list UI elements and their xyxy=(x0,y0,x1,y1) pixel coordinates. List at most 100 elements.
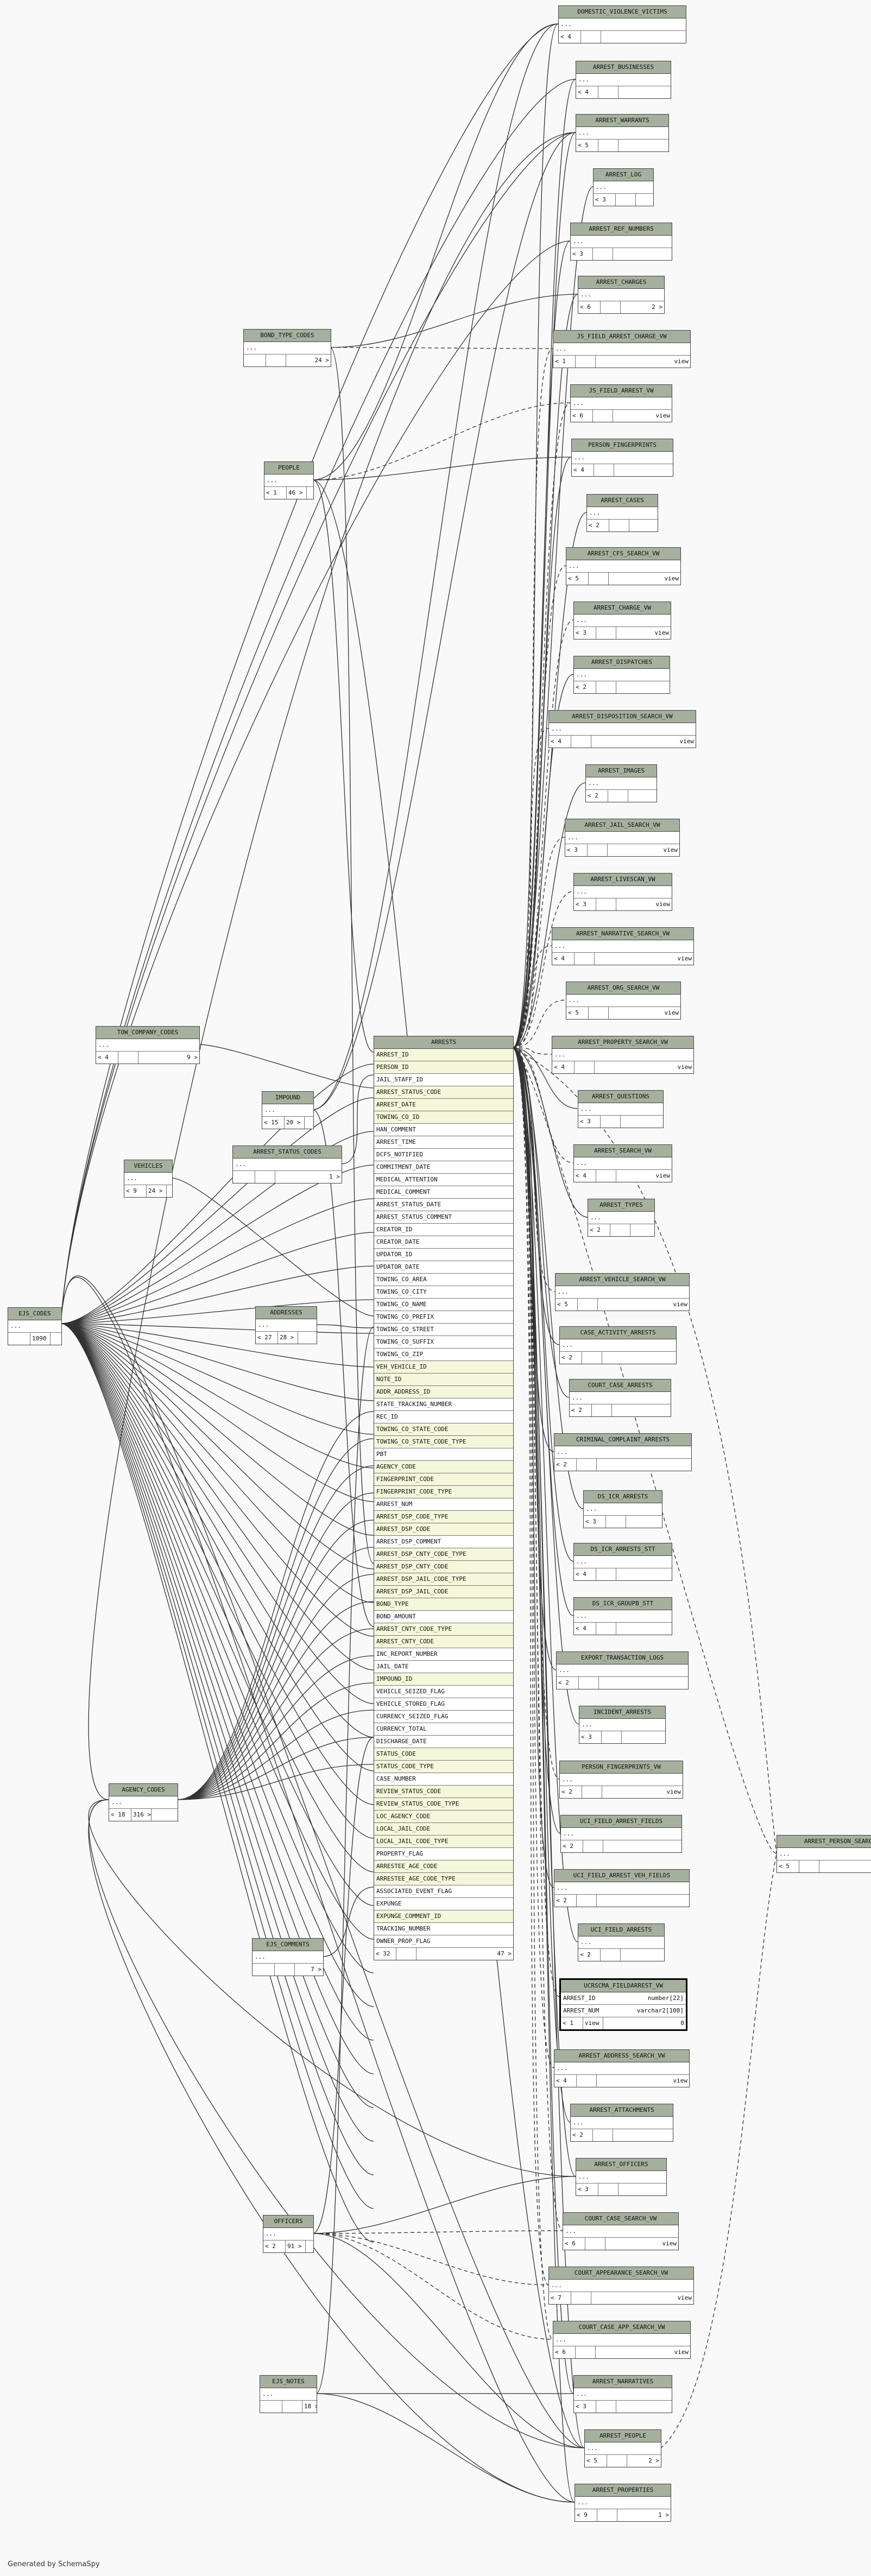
footer-cell: view xyxy=(674,2349,689,2356)
table-incident-arrests[interactable]: INCIDENT_ARRESTS...< 3 xyxy=(579,1706,666,1744)
relationship-edge xyxy=(512,1047,578,1109)
table-row: ... xyxy=(574,615,671,627)
table-court-case-arrests[interactable]: COURT_CASE_ARRESTS...< 2 xyxy=(569,1379,671,1417)
table-person-fingerprints[interactable]: PERSON_FINGERPRINTS...< 4 xyxy=(571,439,673,477)
table-ucr-field-arrests[interactable]: UCI_FIELD_ARRESTS...< 2 xyxy=(578,1923,665,1961)
table-arrest-narratives[interactable]: ARREST_NARRATIVES...< 3 xyxy=(573,2375,672,2413)
table-ucr-field-arrest-veh-fields[interactable]: UCI_FIELD_ARREST_VEH_FIELDS...< 2 xyxy=(554,1869,690,1907)
table-arrest-officers[interactable]: ARREST_OFFICERS...< 3 xyxy=(576,2158,667,2196)
table-ucr-field-arrest-fields[interactable]: UCI_FIELD_ARREST_FIELDS...< 2 xyxy=(560,1815,682,1853)
column-row: TOWING_CO_STATE_CODE_TYPE xyxy=(374,1436,513,1448)
table-arrest-dispatches[interactable]: ARREST_DISPATCHES...< 2 xyxy=(573,656,670,694)
table-arrest-ref-numbers[interactable]: ARREST_REF_NUMBERS...< 3 xyxy=(570,223,672,261)
table-row: ... xyxy=(554,1882,689,1895)
column-row: NOTE_ID xyxy=(374,1374,513,1386)
table-ejs-codes[interactable]: EJS_CODES...1090 > xyxy=(8,1307,62,1345)
footer-cell xyxy=(275,1964,295,1976)
table-arrest-types[interactable]: ARREST_TYPES...< 2 xyxy=(588,1199,655,1237)
column-row: HAN_COMMENT xyxy=(374,1124,513,1136)
relationship-edge xyxy=(312,2176,576,2234)
footer-cell xyxy=(244,355,266,366)
table-export-transaction-logs[interactable]: EXPORT_TRANSACTION_LOGS...< 2 xyxy=(556,1651,689,1689)
footer-cell xyxy=(593,410,613,422)
table-footer: < 3 xyxy=(594,194,653,206)
footer-cell: < 2 xyxy=(578,1949,601,1961)
table-row: ... xyxy=(584,1503,662,1516)
footer-cell: view xyxy=(662,2240,677,2247)
relationship-edge xyxy=(512,891,574,1048)
table-title: ARREST_LOG xyxy=(594,169,653,181)
table-arrest-businesses[interactable]: ARREST_BUSINESSES...< 4 xyxy=(576,61,671,99)
table-arrest-warrants[interactable]: ARREST_WARRANTS...< 5 xyxy=(576,114,669,152)
table-criminal-complaint-arrests[interactable]: CRIMINAL_COMPLAINT_ARRESTS...< 2 xyxy=(554,1433,692,1471)
table-ds-icr-arrests[interactable]: DS_ICR_ARRESTS...< 3 xyxy=(583,1490,662,1528)
table-arrest-images[interactable]: ARREST_IMAGES...< 2 xyxy=(585,764,657,802)
footer-cell: view xyxy=(655,1172,671,1179)
column-row: TOWING_CO_ZIP xyxy=(374,1349,513,1361)
table-row: ... xyxy=(553,343,690,356)
table-arrest-log[interactable]: ARREST_LOG...< 3 xyxy=(593,168,654,206)
table-ejs-comments[interactable]: EJS_COMMENTS...7 > xyxy=(252,1938,324,1976)
table-arrest-cases[interactable]: ARREST_CASES...< 2 xyxy=(586,494,658,532)
table-case-activity-arrests[interactable]: CASE_ACTIVITY_ARRESTS...< 2 xyxy=(559,1326,677,1364)
footer-cell xyxy=(581,31,601,43)
table-ejs-notes[interactable]: EJS_NOTES...18 > xyxy=(260,2375,317,2413)
table-title: JS_FIELD_ARREST_CHARGE_VW xyxy=(553,331,690,343)
table-title: ARREST_PEOPLE xyxy=(585,2430,661,2442)
footer-cell xyxy=(597,1459,691,1471)
footer-cell xyxy=(618,86,671,98)
column-row: ARREST_ID xyxy=(374,1049,513,1061)
table-title: DS_ICR_GROUPB_STT xyxy=(574,1598,672,1610)
relationship-edge xyxy=(512,1047,777,1854)
table-domestic-violence-victims[interactable]: DOMESTIC_VIOLENCE_VICTIMS...< 4 xyxy=(558,5,686,43)
table-bond-type-codes[interactable]: BOND_TYPE_CODES...24 > xyxy=(243,329,331,367)
relationship-edge xyxy=(512,1047,552,1055)
column-row: TRACKING_NUMBER xyxy=(374,1923,513,1935)
table-arrest-attachments[interactable]: ARREST_ATTACHMENTS...< 2 xyxy=(570,2104,673,2142)
column-row: CREATOR_ID xyxy=(374,1224,513,1236)
footer-cell xyxy=(626,1516,662,1528)
relationship-edge xyxy=(60,1323,374,2074)
table-arrest-questions[interactable]: ARREST_QUESTIONS...< 3 xyxy=(578,1090,664,1128)
footer-cell: < 4 xyxy=(552,1061,575,1073)
table-ds-icr-arrests-stt[interactable]: DS_ICR_ARRESTS_STT...< 4 xyxy=(573,1543,672,1581)
footer-cell xyxy=(628,790,657,802)
relationship-edge xyxy=(312,402,571,480)
relationship-edge xyxy=(176,1682,374,1800)
footer-cell: < 2 xyxy=(574,681,596,693)
table-arrest-status-codes[interactable]: ARREST_STATUS_CODES...1 > xyxy=(232,1145,342,1183)
table-ds-icr-groupb-stt[interactable]: DS_ICR_GROUPB_STT...< 4 xyxy=(573,1597,672,1635)
table-row: ... xyxy=(585,2442,661,2455)
